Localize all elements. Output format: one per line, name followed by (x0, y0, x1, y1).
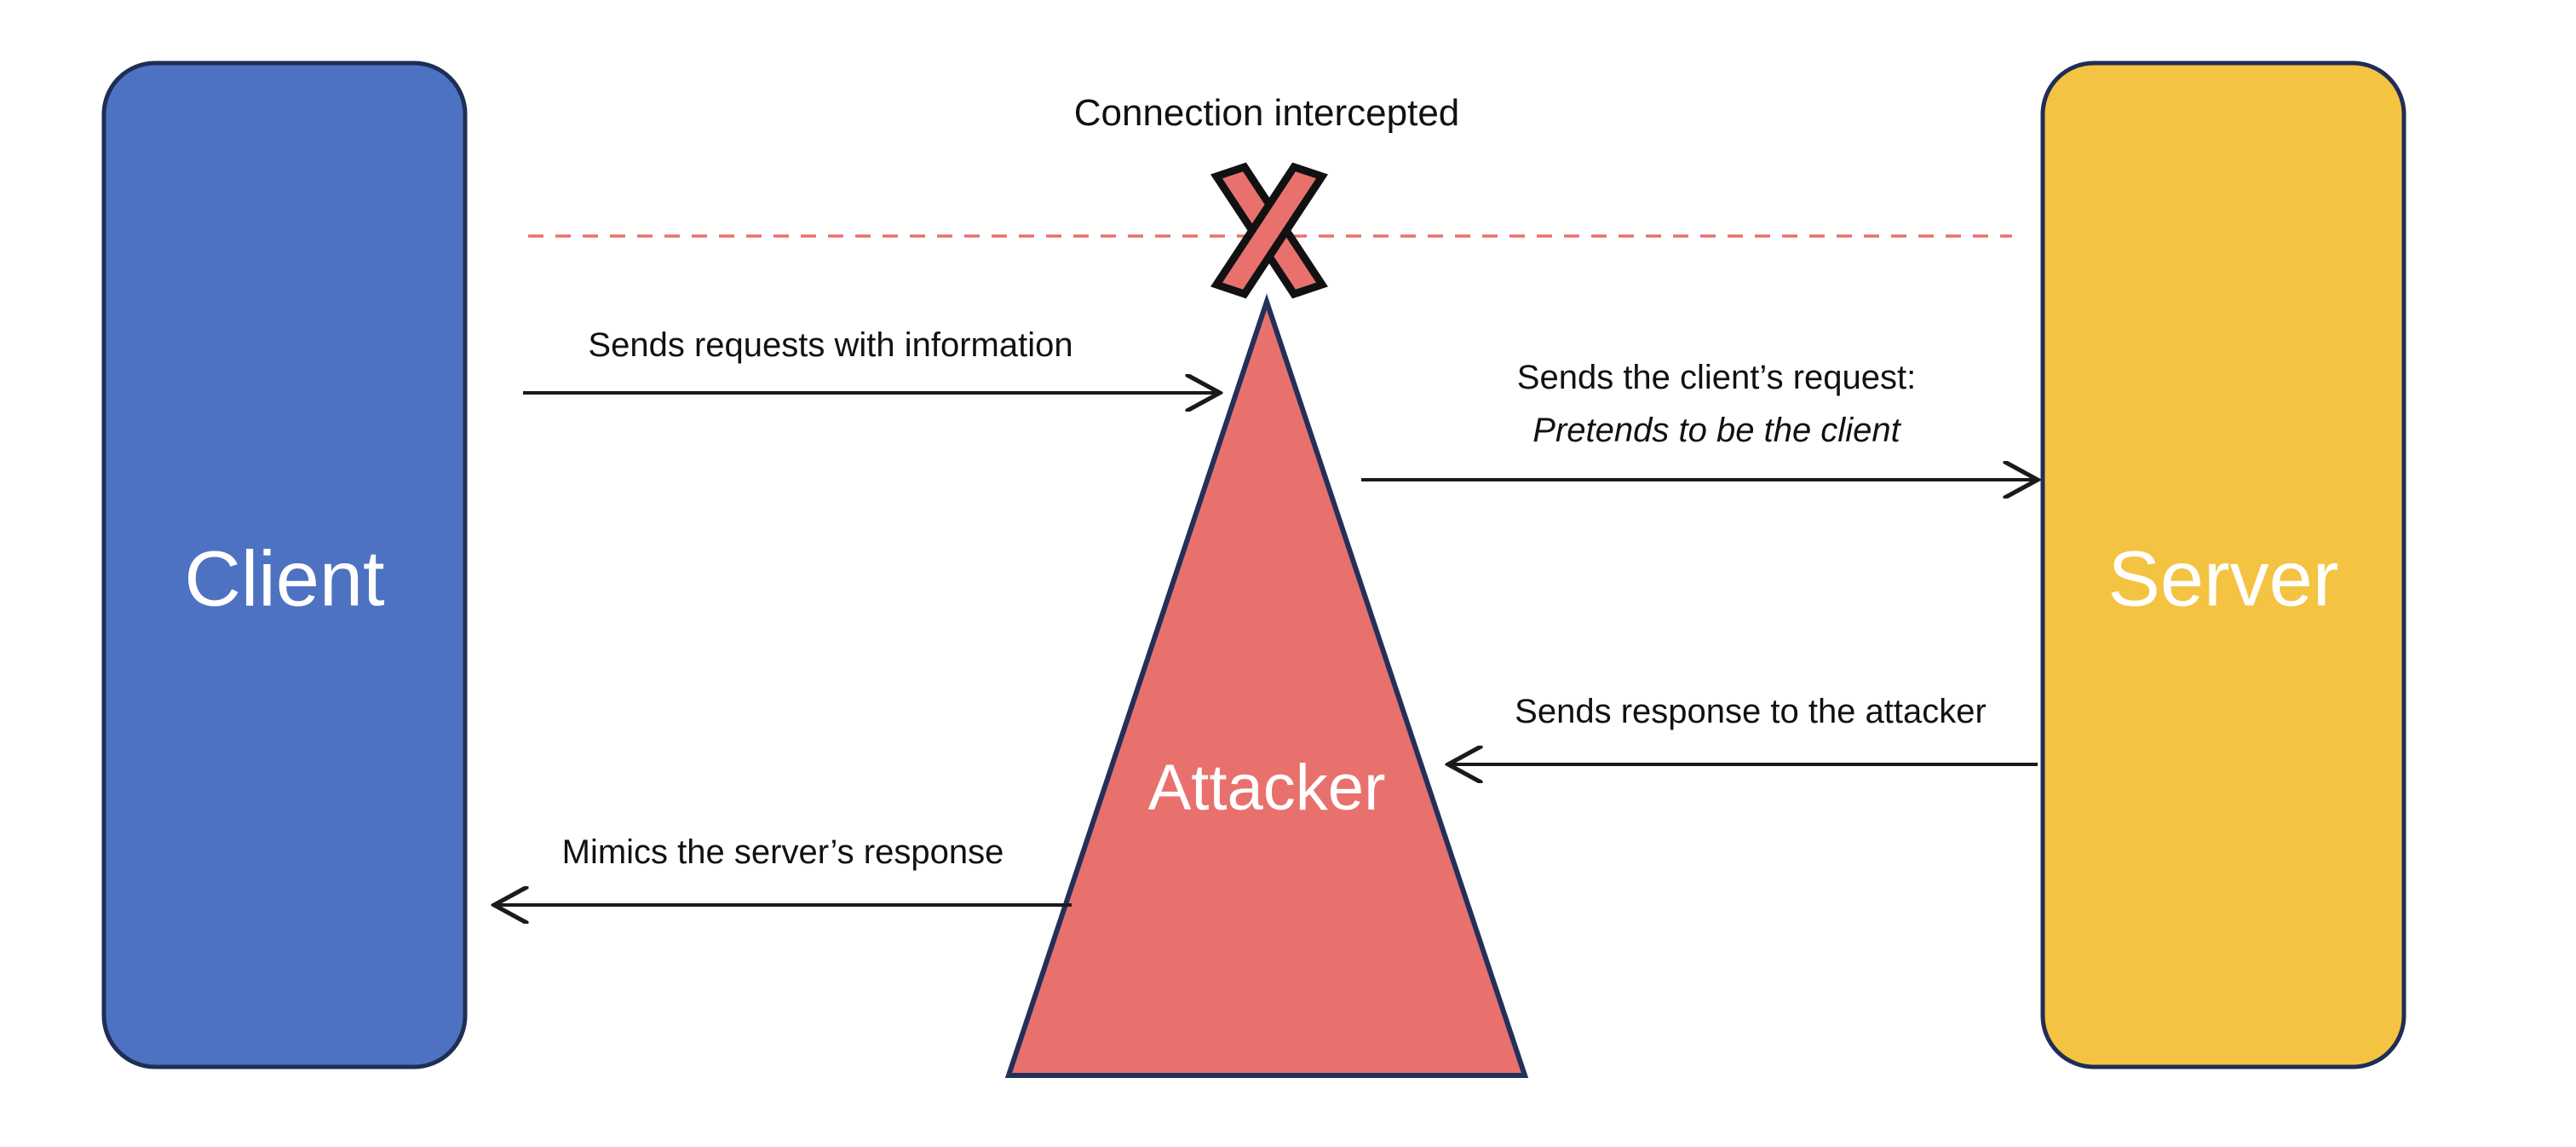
edge-attacker-to-client: Mimics the server’s response (494, 833, 1072, 905)
node-client[interactable]: Client (101, 61, 468, 1069)
edge-label-attacker-to-server-line1: Sends the client’s request: (1517, 359, 1916, 396)
edge-client-to-attacker: Sends requests with information (523, 326, 1220, 393)
attacker-triangle[interactable] (1004, 293, 1529, 1078)
attacker-label: Attacker (1148, 752, 1386, 824)
server-box[interactable] (2040, 61, 2406, 1069)
client-box[interactable] (101, 61, 468, 1069)
x-stroke-2 (1210, 162, 1328, 299)
edge-label-client-to-attacker: Sends requests with information (588, 326, 1072, 364)
diagram-title: Connection intercepted (1074, 92, 1460, 134)
server-label: Server (2108, 535, 2339, 622)
edge-label-attacker-to-server-line2: Pretends to be the client (1532, 412, 1901, 449)
node-server[interactable]: Server (2040, 61, 2406, 1069)
edge-server-to-attacker: Sends response to the attacker (1448, 693, 2038, 764)
node-attacker[interactable]: Attacker (1004, 293, 1529, 1078)
edge-label-server-to-attacker: Sends response to the attacker (1515, 693, 1987, 730)
edge-attacker-to-server: Sends the client’s request: Pretends to … (1361, 359, 2038, 480)
client-label: Client (184, 535, 384, 622)
edge-label-attacker-to-client: Mimics the server’s response (562, 833, 1004, 871)
red-x-mark (1210, 162, 1328, 299)
